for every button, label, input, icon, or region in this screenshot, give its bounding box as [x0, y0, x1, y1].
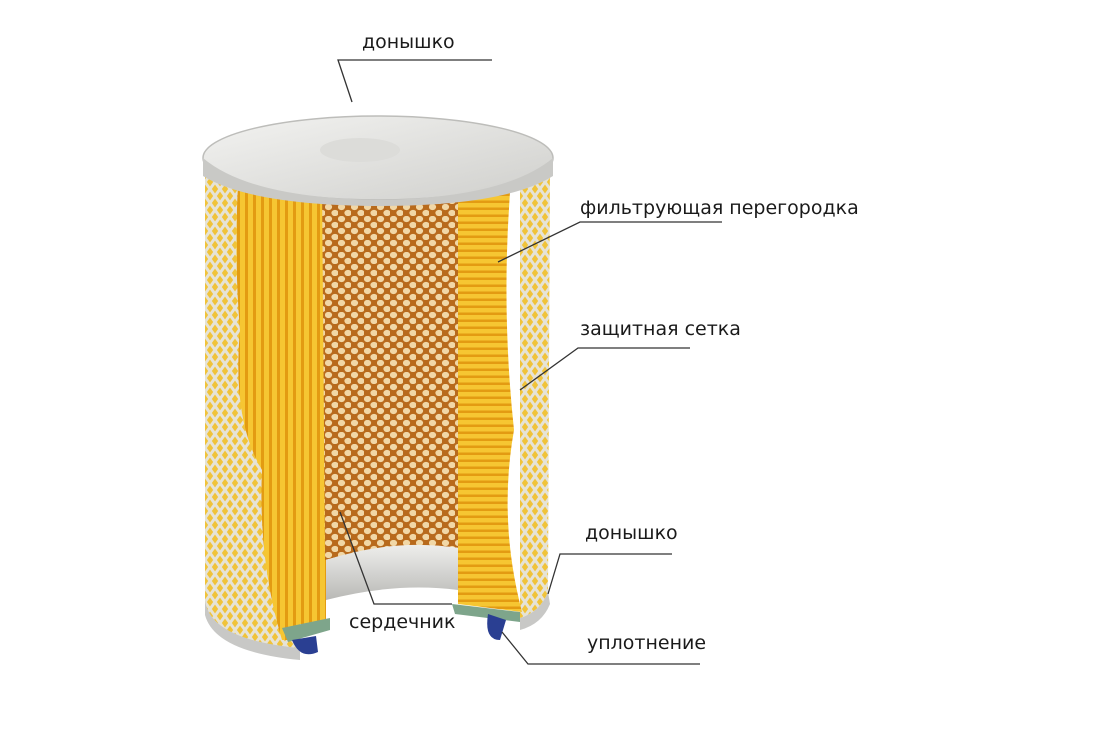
- leader-bottom-cap: [547, 553, 672, 595]
- bottom-cap-rim-right: [520, 592, 550, 630]
- label-core: сердечник: [349, 611, 456, 633]
- leader-core: [339, 511, 452, 605]
- right-pleat-wall: [458, 158, 522, 612]
- label-bottom-cap: донышко: [585, 522, 678, 544]
- core-mesh: [322, 158, 460, 560]
- leader-protective-mesh: [519, 347, 690, 391]
- label-filter-media: фильтрующая перегородка: [580, 197, 859, 219]
- seal-right-ring: [487, 614, 506, 640]
- seal-left: [282, 618, 330, 642]
- label-seal: уплотнение: [587, 632, 707, 654]
- seal-left-ring: [292, 636, 318, 655]
- top-cap-center: [320, 138, 400, 162]
- leader-filter-media: [497, 221, 722, 263]
- top-cap-side: [203, 158, 553, 206]
- label-protective-mesh: защитная сетка: [580, 318, 741, 340]
- bottom-inner-cap: [326, 544, 458, 600]
- left-pleat-wall: [282, 176, 326, 624]
- seal-right: [452, 604, 520, 622]
- leader-top-cap: [337, 59, 492, 103]
- bottom-cap-rim: [205, 600, 300, 660]
- leader-seal: [501, 631, 700, 665]
- label-top-cap: донышко: [362, 31, 455, 53]
